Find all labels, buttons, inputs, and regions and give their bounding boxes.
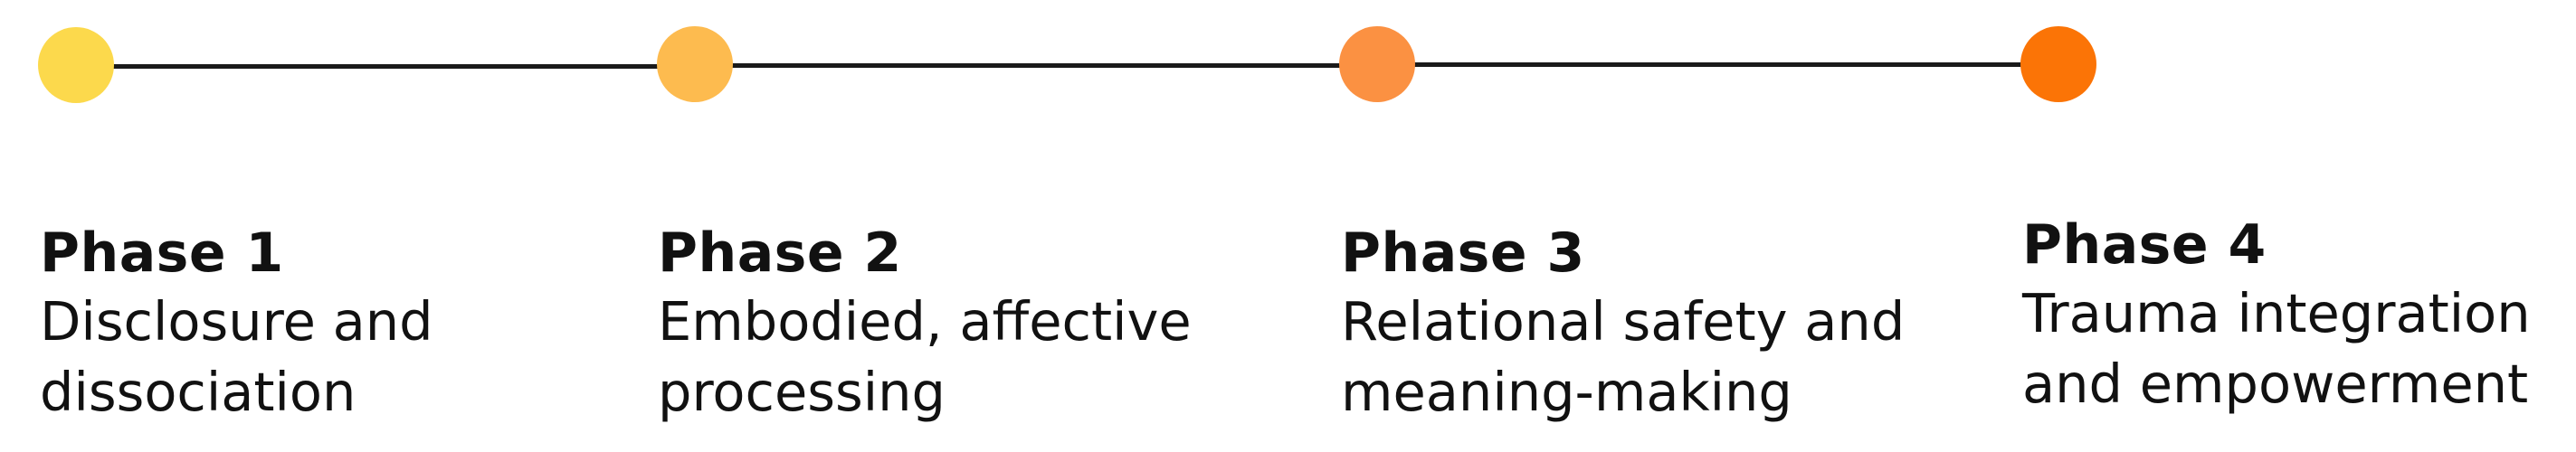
phase-1-description: Disclosure and dissociation — [40, 290, 433, 423]
connector-line-3-4 — [1372, 62, 2059, 67]
phase-4: Phase 4 Trauma integration and empowerme… — [2022, 212, 2565, 419]
phase-3-marker — [1339, 26, 1415, 102]
phase-2: Phase 2 Embodied, affective processing — [658, 220, 1237, 428]
connector-line-2-3 — [693, 63, 1379, 68]
phase-3: Phase 3 Relational safety and meaning-ma… — [1341, 220, 1920, 428]
phase-3-title: Phase 3 — [1341, 221, 1585, 285]
phase-4-title: Phase 4 — [2022, 213, 2267, 277]
phase-1-title: Phase 1 — [40, 221, 284, 285]
phase-4-description: Trauma integration and empowerment — [2022, 282, 2531, 415]
phase-2-title: Phase 2 — [658, 221, 902, 285]
phase-2-marker — [657, 26, 733, 102]
connector-line-1-2 — [76, 64, 699, 69]
phase-3-description: Relational safety and meaning-making — [1341, 290, 1906, 423]
phase-2-description: Embodied, affective processing — [658, 290, 1192, 423]
phase-1: Phase 1 Disclosure and dissociation — [40, 220, 619, 428]
phase-1-marker — [38, 27, 114, 103]
phase-4-marker — [2020, 26, 2096, 102]
